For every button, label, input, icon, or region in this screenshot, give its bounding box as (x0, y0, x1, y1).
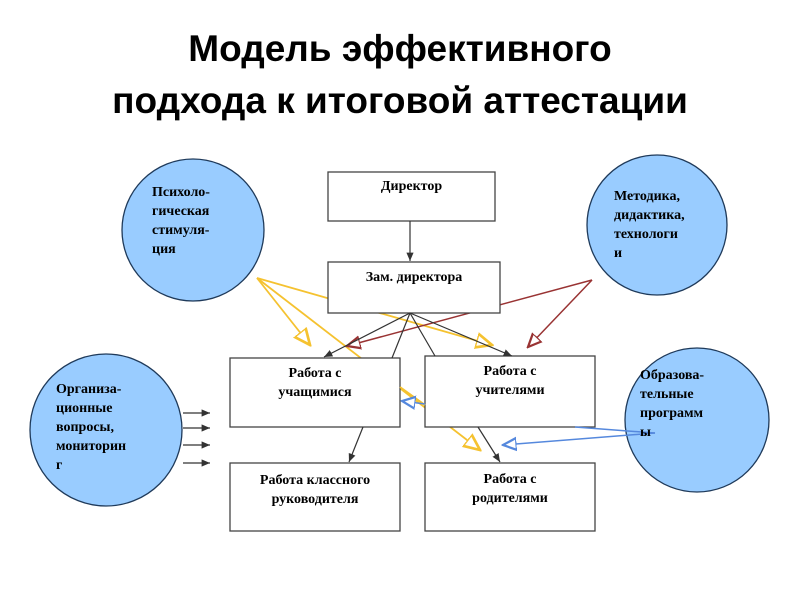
box-director-label: Директор (380, 179, 443, 194)
blue-arrow (503, 432, 656, 445)
arrow-teachers-parents (477, 426, 501, 463)
circle-org (29, 353, 183, 507)
box-students-label: Работа с учащимися (278, 366, 352, 400)
circle-org-label: Организа- ционные вопросы, мониторин г (56, 382, 127, 473)
box-director (327, 171, 496, 222)
box-parents-label: Работа с родителями (472, 472, 548, 506)
circle-method-label: Методика, дидактика, технологи и (614, 189, 685, 261)
circle-edu-label: Образова- тельные программ ы (640, 368, 705, 440)
circle-method (586, 154, 728, 296)
box-parents (424, 462, 596, 532)
arrow-deputy-teachers (409, 312, 513, 357)
box-class-teacher (229, 462, 401, 532)
circle-edu (624, 347, 770, 493)
box-class-teacher-label: Работа классного руководителя (259, 473, 371, 507)
connector (391, 312, 411, 359)
connector (409, 312, 436, 357)
blue-arrow (402, 401, 426, 404)
box-deputy (327, 261, 501, 314)
yellow-arrow (256, 277, 310, 345)
title-line-1: Модель эффективного (188, 28, 612, 69)
box-teachers-label: Работа с учителями (475, 364, 545, 398)
blue-arrow (574, 426, 656, 434)
box-students (229, 357, 401, 428)
arrow-deputy-students (323, 312, 411, 358)
circle-psych-label: Психоло- гическая стимуля- ция (152, 185, 210, 257)
title-line-2: подхода к итоговой аттестации (112, 80, 688, 121)
arrow-students-class (348, 426, 364, 463)
red-arrow (528, 279, 593, 347)
circle-psych (121, 158, 265, 302)
box-deputy-label: Зам. директора (365, 270, 463, 285)
